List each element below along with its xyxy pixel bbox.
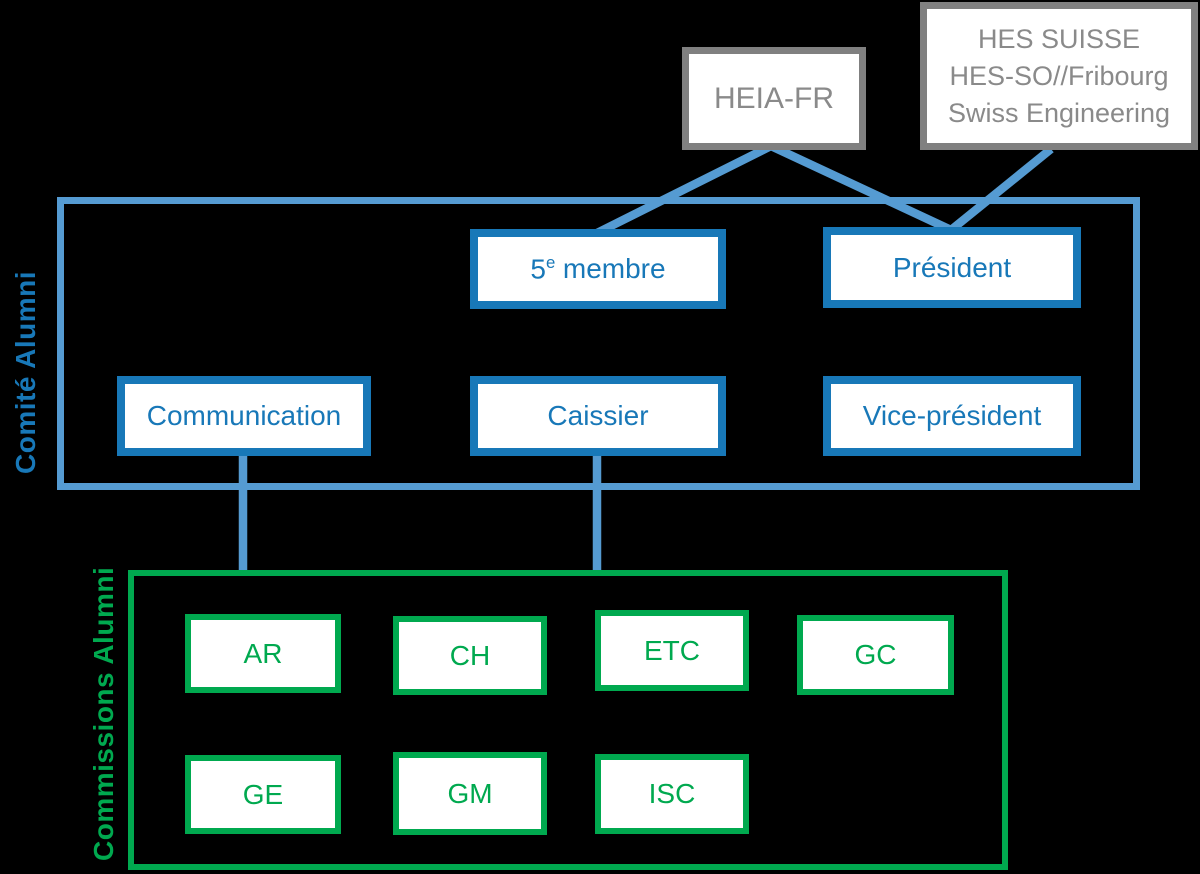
commissions-alumni-frame (128, 570, 1008, 870)
5e-membre-superscript: e (545, 252, 556, 272)
hes-line-1: HES SUISSE (977, 23, 1141, 54)
caissier-label: Caissier (547, 400, 649, 431)
box-commission-gm: GM (393, 752, 547, 835)
commission-isc-label: ISC (648, 778, 696, 809)
box-hes-suisse: HES SUISSE HES-SO//Fribourg Swiss Engine… (920, 2, 1198, 150)
heia-fr-label: HEIA-FR (714, 81, 834, 115)
commissions-alumni-section-label: Commissions Alumni (88, 566, 119, 862)
box-communication: Communication (117, 376, 371, 456)
box-caissier: Caissier (470, 376, 726, 456)
box-president: Président (823, 227, 1081, 308)
commission-ge-label: GE (242, 778, 284, 810)
hes-suisse-label: HES SUISSE HES-SO//Fribourg Swiss Engine… (948, 21, 1170, 132)
commission-ch-label: CH (449, 639, 491, 671)
commission-gc-label: GC (854, 639, 897, 670)
comite-alumni-frame (57, 197, 1140, 490)
communication-label: Communication (146, 400, 342, 431)
box-vice-president: Vice-président (823, 376, 1081, 456)
hes-line-2: HES-SO//Fribourg (949, 60, 1169, 91)
connector-heia-to-president (769, 142, 953, 234)
box-heia-fr: HEIA-FR (682, 47, 866, 150)
box-commission-gc: GC (797, 615, 954, 695)
commission-gm-label: GM (447, 777, 493, 809)
hes-line-3: Swiss Engineering (947, 97, 1171, 128)
commission-etc-label: ETC (644, 634, 700, 666)
president-label: Président (892, 251, 1012, 283)
vice-president-label: Vice-président (862, 400, 1042, 431)
connector-hes-to-president (948, 145, 1054, 234)
5e-membre-word: membre (562, 253, 666, 285)
box-commission-ar: AR (185, 614, 341, 693)
comite-alumni-section-label: Comité Alumni (10, 270, 41, 474)
box-commission-isc: ISC (595, 754, 749, 834)
box-commission-ge: GE (185, 755, 341, 834)
commission-ar-label: AR (243, 637, 283, 669)
connector-heia-to-5e-membre (595, 142, 773, 237)
box-commission-etc: ETC (595, 610, 749, 691)
box-commission-ch: CH (393, 616, 547, 695)
5e-membre-number: 5 (530, 253, 546, 285)
